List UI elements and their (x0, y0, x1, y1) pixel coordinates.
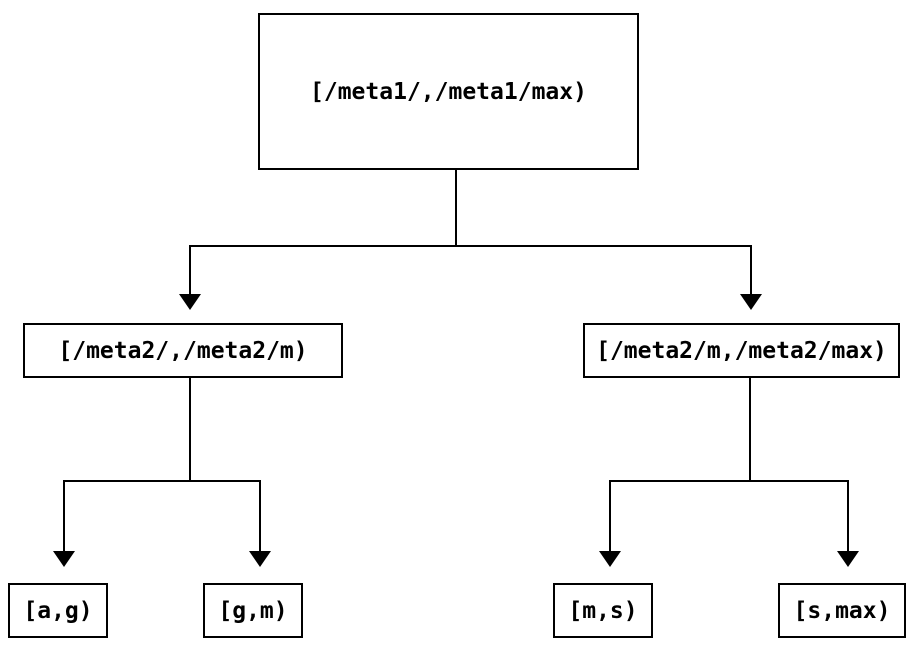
node-leaf-ms: [m,s) (553, 583, 653, 638)
arrowhead-to-leaf-smax-icon (837, 551, 859, 567)
node-root-label: [/meta1/,/meta1/max) (310, 78, 587, 105)
arrowhead-to-mid-left-icon (179, 294, 201, 310)
node-leaf-gm-label: [g,m) (218, 597, 288, 624)
node-leaf-ag: [a,g) (8, 583, 108, 638)
arrowhead-to-leaf-gm-icon (249, 551, 271, 567)
node-leaf-gm: [g,m) (203, 583, 303, 638)
arrowhead-to-leaf-ms-icon (599, 551, 621, 567)
node-leaf-smax-label: [s,max) (793, 597, 891, 624)
connector-root-to-children (179, 170, 762, 310)
node-leaf-ag-label: [a,g) (23, 597, 93, 624)
node-mid-right-label: [/meta2/m,/meta2/max) (596, 337, 887, 364)
node-mid-right: [/meta2/m,/meta2/max) (583, 323, 900, 378)
node-leaf-ms-label: [m,s) (568, 597, 638, 624)
connector-mid-right-to-children (599, 378, 859, 567)
node-mid-left: [/meta2/,/meta2/m) (23, 323, 343, 378)
node-leaf-smax: [s,max) (778, 583, 906, 638)
node-mid-left-label: [/meta2/,/meta2/m) (58, 337, 308, 364)
node-root: [/meta1/,/meta1/max) (258, 13, 639, 170)
arrowhead-to-leaf-ag-icon (53, 551, 75, 567)
arrowhead-to-mid-right-icon (740, 294, 762, 310)
connector-mid-left-to-children (53, 378, 271, 567)
